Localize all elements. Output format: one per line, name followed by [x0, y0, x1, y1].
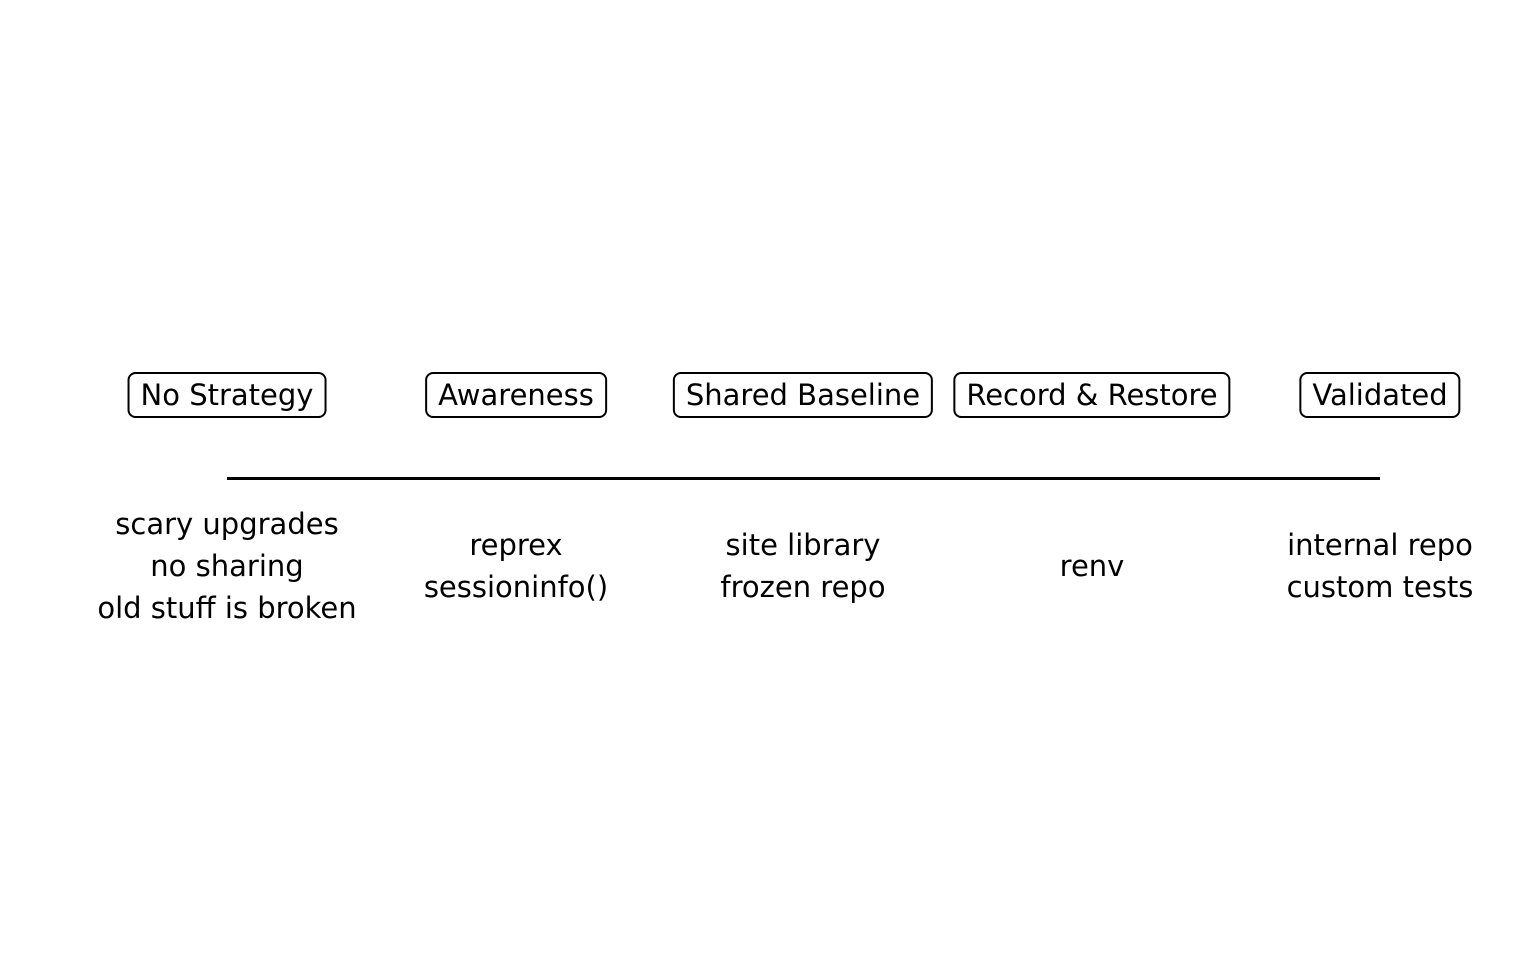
stage-box-no-strategy: No Strategy: [127, 372, 327, 418]
stage-label: Shared Baseline: [685, 378, 921, 412]
note-line: renv: [1059, 549, 1125, 583]
stage-label: Awareness: [438, 378, 594, 412]
note-line: site library: [725, 528, 881, 562]
stage-box-record-restore: Record & Restore: [953, 372, 1231, 418]
stage-notes-awareness: reprex sessioninfo(): [424, 524, 608, 608]
stage-notes-validated: internal repo custom tests: [1287, 524, 1474, 608]
note-line: old stuff is broken: [97, 591, 357, 625]
stage-label: Record & Restore: [966, 378, 1218, 412]
stage-notes-record-restore: renv: [1060, 545, 1125, 587]
stage-label: Validated: [1312, 378, 1448, 412]
stage-label: No Strategy: [140, 378, 314, 412]
stage-box-shared-baseline: Shared Baseline: [672, 372, 934, 418]
stage-notes-no-strategy: scary upgrades no sharing old stuff is b…: [97, 503, 356, 629]
note-line: frozen repo: [720, 570, 886, 604]
note-line: scary upgrades: [115, 507, 339, 541]
note-line: no sharing: [150, 549, 304, 583]
note-line: reprex: [469, 528, 563, 562]
spectrum-axis-line: [227, 477, 1380, 480]
stage-notes-shared-baseline: site library frozen repo: [720, 524, 885, 608]
note-line: sessioninfo(): [423, 570, 609, 604]
stage-box-awareness: Awareness: [425, 372, 607, 418]
note-line: internal repo: [1287, 528, 1473, 562]
stage-box-validated: Validated: [1299, 372, 1461, 418]
note-line: custom tests: [1286, 570, 1474, 604]
